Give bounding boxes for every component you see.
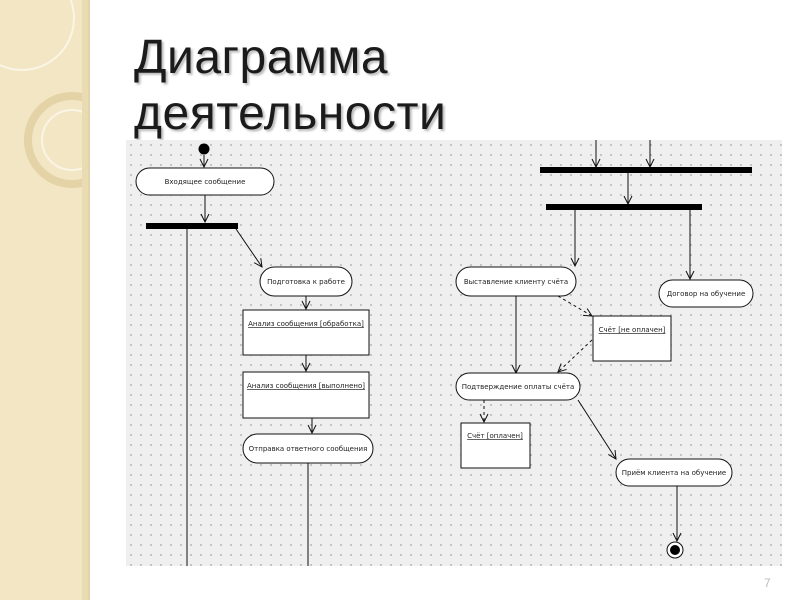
fork-bar-left [146, 223, 238, 229]
final-node [666, 541, 684, 559]
action-billing-label: Выставление клиенту счёта [464, 278, 568, 286]
slide-title-line-2: деятельности [134, 87, 447, 140]
side-band-stripe [82, 0, 88, 600]
object-analysis-processing: Анализ сообщения [обработка] [242, 309, 370, 356]
initial-node [198, 143, 210, 155]
action-client-admission-label: Приём клиента на обучение [622, 469, 727, 477]
action-client-admission: Приём клиента на обучение [615, 458, 733, 487]
join-bar-right [540, 167, 752, 173]
action-incoming-message-label: Входящее сообщение [165, 178, 246, 186]
fork-bar-right [546, 204, 702, 210]
action-contract-label: Договор на обучение [667, 290, 746, 298]
slide-title-line-1: Диаграмма [134, 31, 389, 84]
object-invoice-not-paid-label: Счёт [не оплачен] [599, 326, 666, 334]
slide-title: Диаграмма деятельности [134, 30, 446, 142]
action-payment-confirmation: Подтверждение оплаты счёта [455, 372, 581, 401]
flow-invoice-not-paid-to-confirmation [558, 339, 593, 372]
decorative-side-band [0, 0, 90, 600]
page-number: 7 [764, 576, 771, 590]
object-invoice-paid-label: Счёт [оплачен] [467, 432, 523, 440]
activity-diagram-canvas: Входящее сообщение Подготовка к работе А… [126, 140, 782, 566]
action-send-reply-label: Отправка ответного сообщения [249, 445, 368, 453]
action-preparing: Подготовка к работе [259, 266, 353, 297]
action-send-reply: Отправка ответного сообщения [242, 433, 374, 464]
action-payment-confirmation-label: Подтверждение оплаты счёта [462, 383, 575, 391]
flow-confirmation-to-admission [577, 399, 616, 459]
decorative-circles [0, 0, 88, 188]
object-invoice-paid: Счёт [оплачен] [460, 422, 531, 469]
activity-diagram: Входящее сообщение Подготовка к работе А… [135, 140, 754, 566]
object-analysis-done: Анализ сообщения [выполнено] [242, 371, 370, 419]
action-billing: Выставление клиенту счёта [455, 266, 577, 297]
action-incoming-message: Входящее сообщение [135, 167, 275, 196]
object-analysis-processing-label: Анализ сообщения [обработка] [248, 320, 364, 328]
flow-billing-to-invoice-not-paid [557, 295, 592, 316]
action-preparing-label: Подготовка к работе [267, 278, 345, 286]
object-analysis-done-label: Анализ сообщения [выполнено] [247, 382, 365, 390]
object-invoice-not-paid: Счёт [не оплачен] [592, 315, 672, 362]
action-contract: Договор на обучение [658, 279, 754, 308]
flow-fork-to-preparing [235, 228, 262, 267]
